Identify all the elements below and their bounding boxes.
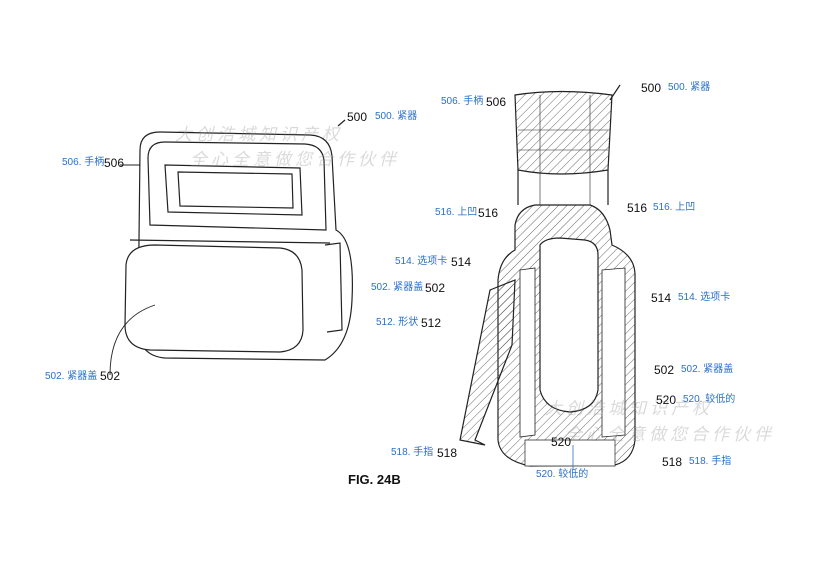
label-clamp-cover: 502. 紧器盖 bbox=[45, 371, 98, 382]
figure-caption: FIG. 24B bbox=[348, 472, 401, 487]
label-tab: 514. 选项卡 bbox=[395, 256, 448, 267]
label-handle: 506. 手柄 bbox=[441, 96, 484, 107]
label-clamp: 500. 紧器 bbox=[668, 82, 711, 93]
label-upper-recess: 516. 上凹 bbox=[435, 207, 478, 218]
ref-num-512: 512 bbox=[421, 316, 442, 330]
ref-num-514: 514 bbox=[651, 291, 672, 305]
ref-num-516: 516 bbox=[478, 206, 499, 220]
ref-num-520: 520 bbox=[656, 393, 677, 407]
ref-num-502: 502 bbox=[654, 363, 675, 377]
ref-num-502: 502 bbox=[425, 281, 446, 295]
clamp-perspective-view bbox=[109, 119, 353, 376]
label-upper-recess: 516. 上凹 bbox=[653, 202, 696, 213]
label-clamp: 500. 紧器 bbox=[375, 111, 418, 122]
ref-num-500: 500 bbox=[347, 110, 368, 124]
ref-num-516: 516 bbox=[627, 201, 648, 215]
label-lower: 520. 较低的 bbox=[536, 469, 589, 480]
ref-num-506: 506 bbox=[104, 156, 125, 170]
watermark-line2-right: 全心全意做您合作伙伴 bbox=[565, 425, 775, 445]
label-lower: 520. 较低的 bbox=[683, 394, 736, 405]
ref-num-518: 518 bbox=[662, 455, 683, 469]
label-finger: 518. 手指 bbox=[391, 447, 434, 458]
label-finger: 518. 手指 bbox=[689, 456, 732, 467]
label-shape: 512. 形状 bbox=[376, 317, 419, 328]
ref-num-520: 520 bbox=[551, 435, 572, 449]
label-handle: 506. 手柄 bbox=[62, 157, 105, 168]
label-clamp-cover: 502. 紧器盖 bbox=[371, 282, 424, 293]
ref-num-506: 506 bbox=[486, 95, 507, 109]
watermark-line2: 全心全意做您合作伙伴 bbox=[190, 150, 400, 170]
ref-num-502: 502 bbox=[100, 369, 121, 383]
label-tab: 514. 选项卡 bbox=[678, 292, 731, 303]
ref-num-514: 514 bbox=[451, 255, 472, 269]
watermark-line1-right: 大创浩城知识产权 bbox=[545, 399, 713, 419]
ref-num-518: 518 bbox=[437, 446, 458, 460]
label-clamp-cover: 502. 紧器盖 bbox=[681, 364, 734, 375]
ref-num-500: 500 bbox=[641, 81, 662, 95]
watermark-line1: 大创浩城知识产权 bbox=[175, 125, 343, 145]
clamp-section-view bbox=[459, 84, 636, 470]
